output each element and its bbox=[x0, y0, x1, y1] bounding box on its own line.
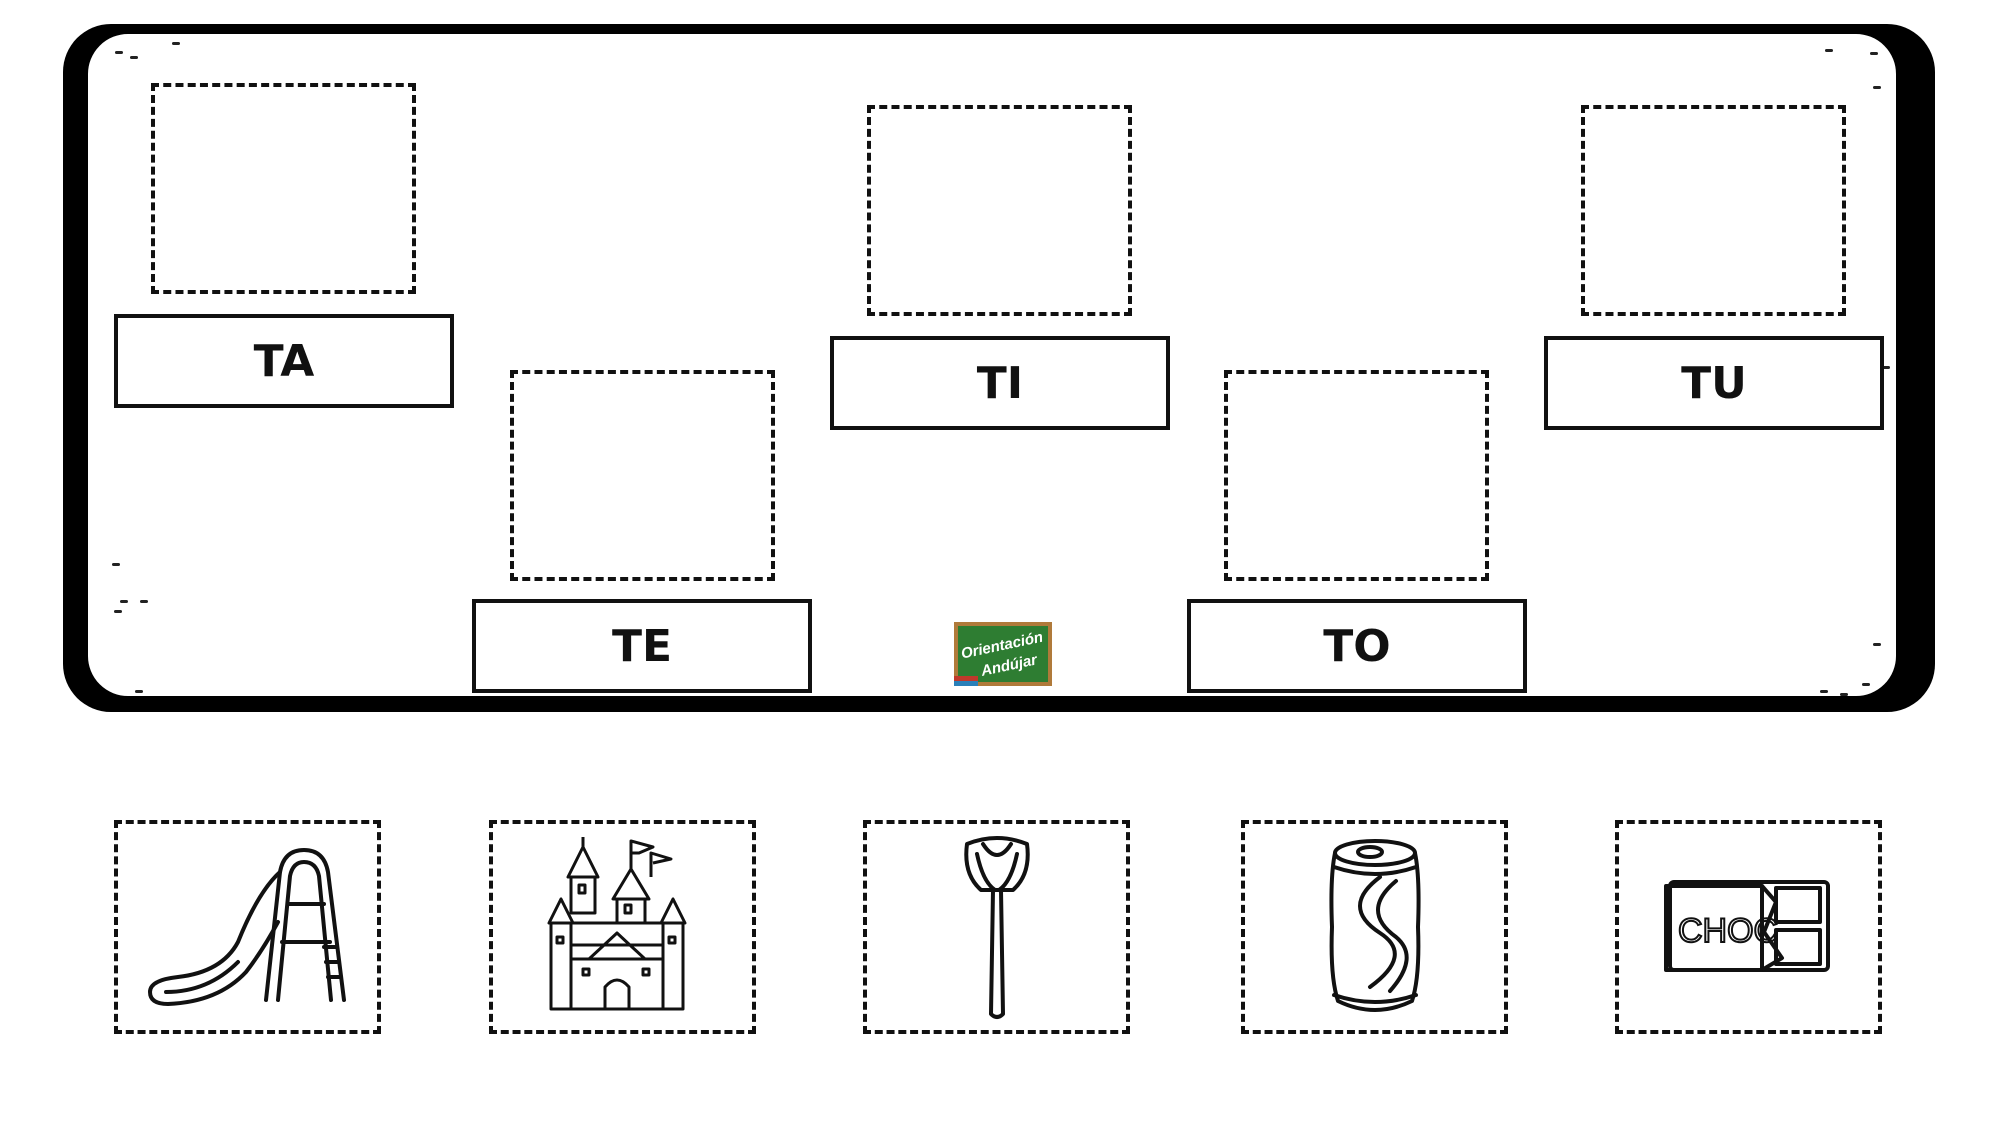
decor-speck bbox=[1862, 683, 1870, 686]
chocolate-wrapper-text: CHOC bbox=[1678, 912, 1778, 950]
picture-card-tulip[interactable] bbox=[863, 820, 1130, 1034]
decor-speck bbox=[135, 690, 143, 693]
logo-board bbox=[958, 626, 1048, 682]
drop-slot-ta[interactable] bbox=[151, 83, 416, 294]
picture-card-chocolate-bar[interactable]: CHOC bbox=[1615, 820, 1882, 1034]
syllable-label-ta: TA bbox=[114, 314, 454, 408]
drop-slot-ti[interactable] bbox=[867, 105, 1132, 316]
drop-slot-tu[interactable] bbox=[1581, 105, 1846, 316]
logo-book-icon bbox=[946, 676, 978, 681]
decor-speck bbox=[115, 51, 123, 54]
decor-speck bbox=[1820, 690, 1828, 693]
syllable-label-to: TO bbox=[1187, 599, 1527, 693]
decor-speck bbox=[172, 42, 180, 45]
decor-speck bbox=[130, 56, 138, 59]
decor-speck bbox=[1882, 366, 1890, 369]
decor-speck bbox=[1873, 643, 1881, 646]
decor-speck bbox=[1873, 86, 1881, 89]
logo-book-icon bbox=[948, 681, 978, 686]
syllable-label-ti: TI bbox=[830, 336, 1170, 430]
decor-speck bbox=[114, 610, 122, 613]
tulip-icon bbox=[963, 836, 1030, 1019]
picture-card-soda-can[interactable] bbox=[1241, 820, 1508, 1034]
chocolate-bar-icon: CHOC bbox=[1663, 880, 1830, 972]
soda-can-icon bbox=[1328, 839, 1421, 1012]
decor-speck bbox=[1870, 52, 1878, 55]
picture-card-slide[interactable] bbox=[114, 820, 381, 1034]
slide-icon bbox=[147, 848, 346, 1006]
drop-slot-to[interactable] bbox=[1224, 370, 1489, 581]
syllable-label-te: TE bbox=[472, 599, 812, 693]
picture-card-castle[interactable] bbox=[489, 820, 756, 1034]
drop-slot-te[interactable] bbox=[510, 370, 775, 581]
decor-speck bbox=[140, 600, 148, 603]
decor-speck bbox=[112, 563, 120, 566]
castle-icon bbox=[547, 837, 686, 1011]
orientacion-andujar-logo: Orientación Andújar bbox=[946, 620, 1052, 688]
decor-speck bbox=[1840, 693, 1848, 696]
decor-speck bbox=[120, 600, 128, 603]
decor-speck bbox=[1825, 49, 1833, 52]
syllable-label-tu: TU bbox=[1544, 336, 1884, 430]
